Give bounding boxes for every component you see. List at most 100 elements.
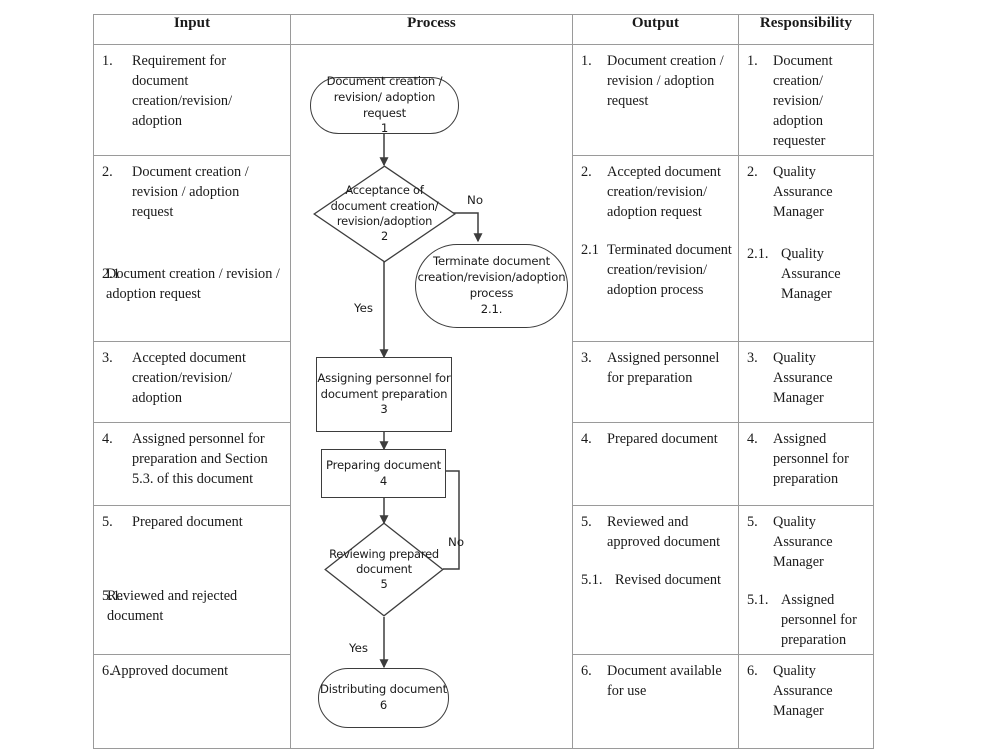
edge-label-acceptance-no: No (467, 193, 484, 207)
item-text: Assigned personnel for preparation and S… (132, 431, 268, 488)
list-item: 1. Document creation/ revision/ adoption… (747, 51, 867, 151)
list-item: 2.1. Quality Assurance Manager (747, 244, 867, 304)
item-text: Quality Assurance Manager (773, 350, 833, 407)
item-text: Quality Assurance Manager (773, 663, 833, 720)
item-number: 3. (581, 350, 592, 367)
list-item: 3. Assigned personnel for preparation (581, 348, 732, 388)
input-cell-5: 5. Prepared document 5.1. Reviewed and r… (93, 505, 291, 656)
flow-node-distribute[interactable]: Distributing document 6 (318, 668, 449, 728)
diamond-shape (324, 522, 444, 617)
responsibility-cell-4: 4. Assigned personnel for preparation (738, 422, 874, 507)
list-item: 4. Assigned personnel for preparation an… (102, 429, 284, 489)
flow-node-step: 2.1. (480, 301, 503, 316)
list-item: 2.1 Document creation / revision / adopt… (102, 264, 284, 304)
input-cell-2: 2. Document creation / revision / adopti… (93, 155, 291, 343)
list-item: 2. Accepted document creation/revision/ … (581, 162, 732, 222)
table-row: 1. Requirement for document creation/rev… (93, 43, 874, 750)
flow-node-line: Document creation / (326, 73, 443, 88)
flow-node-terminate[interactable]: Terminate document creation/revision/ado… (415, 244, 568, 328)
item-number: 2. (102, 164, 113, 181)
input-cell-4: 4. Assigned personnel for preparation an… (93, 422, 291, 507)
item-number: 5. (747, 514, 758, 531)
item-number: 4. (581, 431, 592, 448)
list-item: 6. Quality Assurance Manager (747, 661, 867, 721)
output-cell-1: 1. Document creation / revision / adopti… (572, 43, 739, 157)
list-item: 5. Quality Assurance Manager (747, 512, 867, 572)
item-text: Document creation / revision / adoption … (132, 164, 249, 221)
item-number: 1. (102, 53, 113, 69)
item-text: Accepted document creation/revision/ ado… (607, 164, 721, 221)
edge-label-review-no: No (448, 535, 465, 549)
list-item: 5.1. Assigned personnel for preparation (747, 590, 867, 650)
flow-node-prepare-document[interactable]: Preparing document 4 (321, 449, 446, 498)
output-cell-5: 5. Reviewed and approved document 5.1. R… (572, 505, 739, 656)
list-item: 5. Reviewed and approved document (581, 512, 732, 552)
flow-node-step: 3 (380, 402, 388, 417)
item-text: Approved document (111, 663, 229, 680)
flow-node-assign-personnel[interactable]: Assigning personnel for document prepara… (316, 357, 452, 432)
diamond-shape (313, 165, 456, 263)
item-text: Reviewed and rejected document (107, 588, 238, 625)
item-number: 2. (747, 164, 758, 181)
edge-label-review-yes: Yes (349, 641, 369, 655)
flow-node-line: Distributing document (320, 682, 447, 697)
flow-node-acceptance[interactable]: Acceptance of document creation/ revisio… (313, 165, 456, 263)
item-number: 2.1 (581, 242, 599, 259)
list-item: 4. Prepared document (581, 429, 732, 449)
list-item: 3. Quality Assurance Manager (747, 348, 867, 408)
table-row: 2. Document creation / revision / adopti… (93, 155, 874, 343)
item-text: Terminated document creation/revision/ a… (607, 242, 732, 299)
item-number: 4. (747, 431, 758, 448)
item-number: 5. (581, 514, 592, 531)
item-number: 6. (581, 663, 592, 680)
column-header-input: Input (93, 14, 291, 45)
item-number: 4. (102, 431, 113, 448)
item-text: Requirement for document creation/revisi… (132, 53, 233, 130)
item-number: 6. (747, 663, 758, 680)
output-cell-2: 2. Accepted document creation/revision/ … (572, 155, 739, 343)
list-item: 1. Requirement for document creation/rev… (102, 51, 284, 131)
flow-node-line: Preparing document (325, 457, 442, 472)
list-item: 5. Prepared document (102, 512, 284, 532)
flow-node-start[interactable]: Document creation / revision/ adoption r… (310, 73, 459, 135)
process-flowchart-cell: Document creation / revision/ adoption r… (290, 43, 573, 750)
table-header-row: Input Process Output Responsibility (93, 14, 874, 45)
item-number: 5.1. (581, 572, 603, 589)
flow-node-line: creation/revision/adoption (417, 270, 566, 285)
process-matrix-table: Input Process Output Responsibility 1. R… (93, 14, 874, 750)
item-number: 3. (747, 350, 758, 367)
table-row: 5. Prepared document 5.1. Reviewed and r… (93, 505, 874, 656)
column-header-responsibility: Responsibility (738, 14, 874, 45)
list-item: 5.1. Reviewed and rejected document (102, 586, 284, 626)
flow-node-line: revision/ adoption request (333, 89, 436, 120)
flow-node-line: Assigning personnel for (317, 370, 451, 385)
flow-node-line: Terminate document (433, 254, 550, 269)
flow-node-review[interactable]: Reviewing prepared document 5 (324, 522, 444, 617)
column-header-process: Process (290, 14, 573, 45)
item-number: 1. (581, 53, 592, 69)
responsibility-cell-6: 6. Quality Assurance Manager (738, 654, 874, 750)
list-item: 2. Document creation / revision / adopti… (102, 162, 284, 222)
flow-node-line: document preparation (320, 386, 448, 401)
item-text: Assigned personnel for preparation (781, 592, 857, 649)
item-text: Accepted document creation/revision/ ado… (132, 350, 246, 407)
input-cell-6: 6. Approved document (93, 654, 291, 750)
list-item: 2.1 Terminated document creation/revisio… (581, 240, 732, 300)
table-row: 6. Approved document 6. Document availab… (93, 654, 874, 750)
table-row: 4. Assigned personnel for preparation an… (93, 422, 874, 507)
list-item: 6. Document available for use (581, 661, 732, 701)
item-text: Document creation / revision / adoption … (607, 53, 724, 110)
list-item: 1. Document creation / revision / adopti… (581, 51, 732, 111)
output-cell-3: 3. Assigned personnel for preparation (572, 341, 739, 424)
item-text: Document available for use (607, 663, 722, 700)
item-text: Quality Assurance Manager (781, 246, 841, 303)
item-number: 2.1. (747, 246, 769, 263)
item-number: 3. (102, 350, 113, 367)
item-number: 5. (102, 514, 113, 531)
item-text: Quality Assurance Manager (773, 164, 833, 221)
responsibility-cell-5: 5. Quality Assurance Manager 5.1. Assign… (738, 505, 874, 656)
item-text: Document creation/ revision/ adoption re… (773, 53, 833, 150)
item-text: Assigned personnel for preparation (607, 350, 720, 387)
item-text: Document creation / revision / adoption … (106, 266, 280, 303)
